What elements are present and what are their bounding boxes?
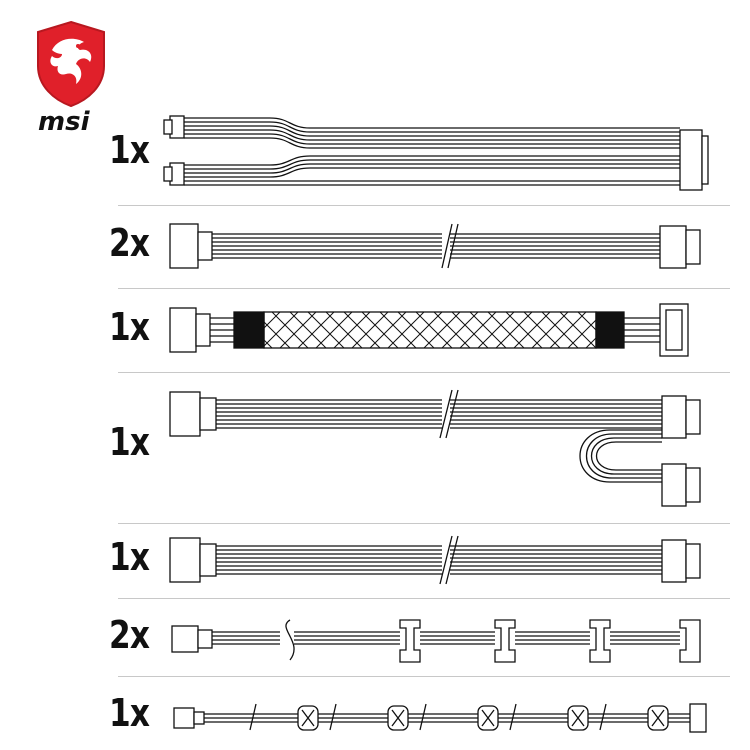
row-divider <box>118 372 730 373</box>
cable-quantity-4: 1x <box>109 420 150 464</box>
pcie-dual-8pin-cable-icon <box>169 389 701 507</box>
cable-quantity-1: 1x <box>109 128 150 172</box>
row-divider <box>118 523 730 524</box>
cpu-8pin-cable-icon <box>169 223 701 269</box>
pcie-8pin-cable-icon <box>169 535 701 585</box>
row-divider <box>118 205 730 206</box>
row-divider <box>118 676 730 677</box>
msi-dragon-shield-icon <box>37 20 105 108</box>
cable-quantity-3: 1x <box>109 305 150 349</box>
pcie-16pin-sleeved-cable-icon <box>169 303 689 357</box>
molex-chain-cable-icon <box>173 703 707 733</box>
cable-quantity-6: 2x <box>109 613 150 657</box>
row-divider <box>118 598 730 599</box>
atx-24pin-cable-icon <box>163 115 709 191</box>
cable-quantity-2: 2x <box>109 221 150 265</box>
logo-text: msi <box>38 107 91 136</box>
cable-quantity-7: 1x <box>109 691 150 735</box>
cable-quantity-5: 1x <box>109 535 150 579</box>
sata-chain-cable-icon <box>171 619 701 663</box>
msi-logo-wordmark: msi <box>38 107 91 136</box>
row-divider <box>118 288 730 289</box>
